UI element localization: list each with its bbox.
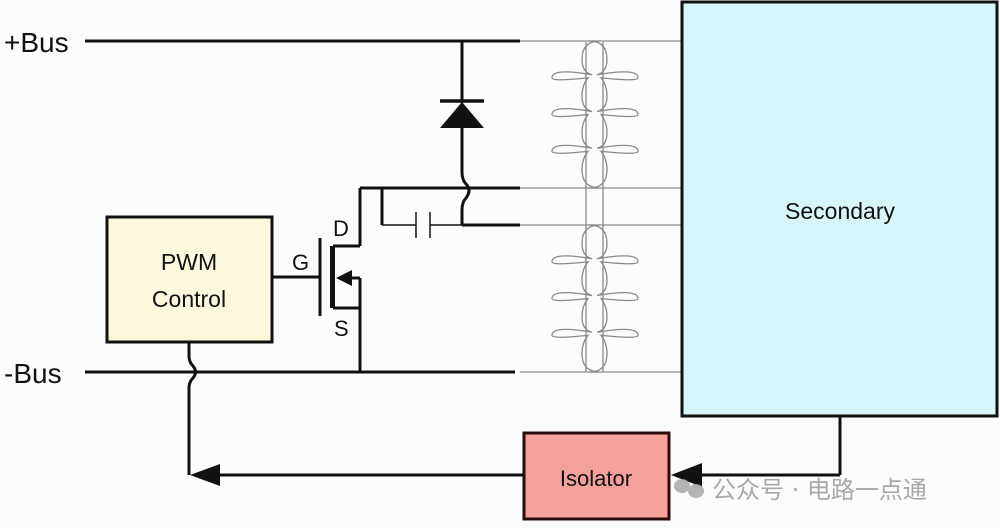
positive-bus-label: +Bus <box>4 27 69 58</box>
secondary-box <box>680 0 999 418</box>
negative-bus-label: -Bus <box>4 358 62 389</box>
source-label: S <box>334 316 349 341</box>
pwm-label-line1: PWM <box>161 249 217 275</box>
pwm-control-block: PWM Control <box>105 215 274 344</box>
secondary-block: Secondary <box>680 0 999 418</box>
secondary-label: Secondary <box>785 198 895 224</box>
isolator-box <box>522 431 671 521</box>
primary-winding-lower <box>520 224 601 373</box>
watermark: 公众号 · 电路一点通 <box>674 476 927 504</box>
pwm-box <box>105 215 274 344</box>
feedback-arrow-icon <box>190 464 220 486</box>
windings <box>520 40 682 373</box>
drain-label: D <box>333 216 349 241</box>
gate-label: G <box>292 250 309 275</box>
pwm-label-line2: Control <box>152 286 226 312</box>
clamp-diode <box>440 41 484 225</box>
body-arrow-icon <box>336 270 352 286</box>
isolator-input-arrow-icon <box>671 463 702 487</box>
isolator-block: Isolator <box>522 431 671 521</box>
isolator-label: Isolator <box>560 466 632 491</box>
pwm-feedback-wire <box>187 342 197 475</box>
diode-anode-lead-with-hop <box>460 128 471 225</box>
secondary-winding-lower <box>588 224 682 373</box>
secondary-winding-upper <box>588 40 682 189</box>
transformer <box>520 40 682 373</box>
channel <box>330 246 335 308</box>
wechat-icon <box>674 479 704 498</box>
diode-triangle <box>440 102 484 128</box>
watermark-text: 公众号 · 电路一点通 <box>712 476 927 504</box>
snubber-capacitor <box>380 188 520 238</box>
primary-winding-upper <box>520 40 601 189</box>
mosfet: G D S <box>272 216 362 372</box>
